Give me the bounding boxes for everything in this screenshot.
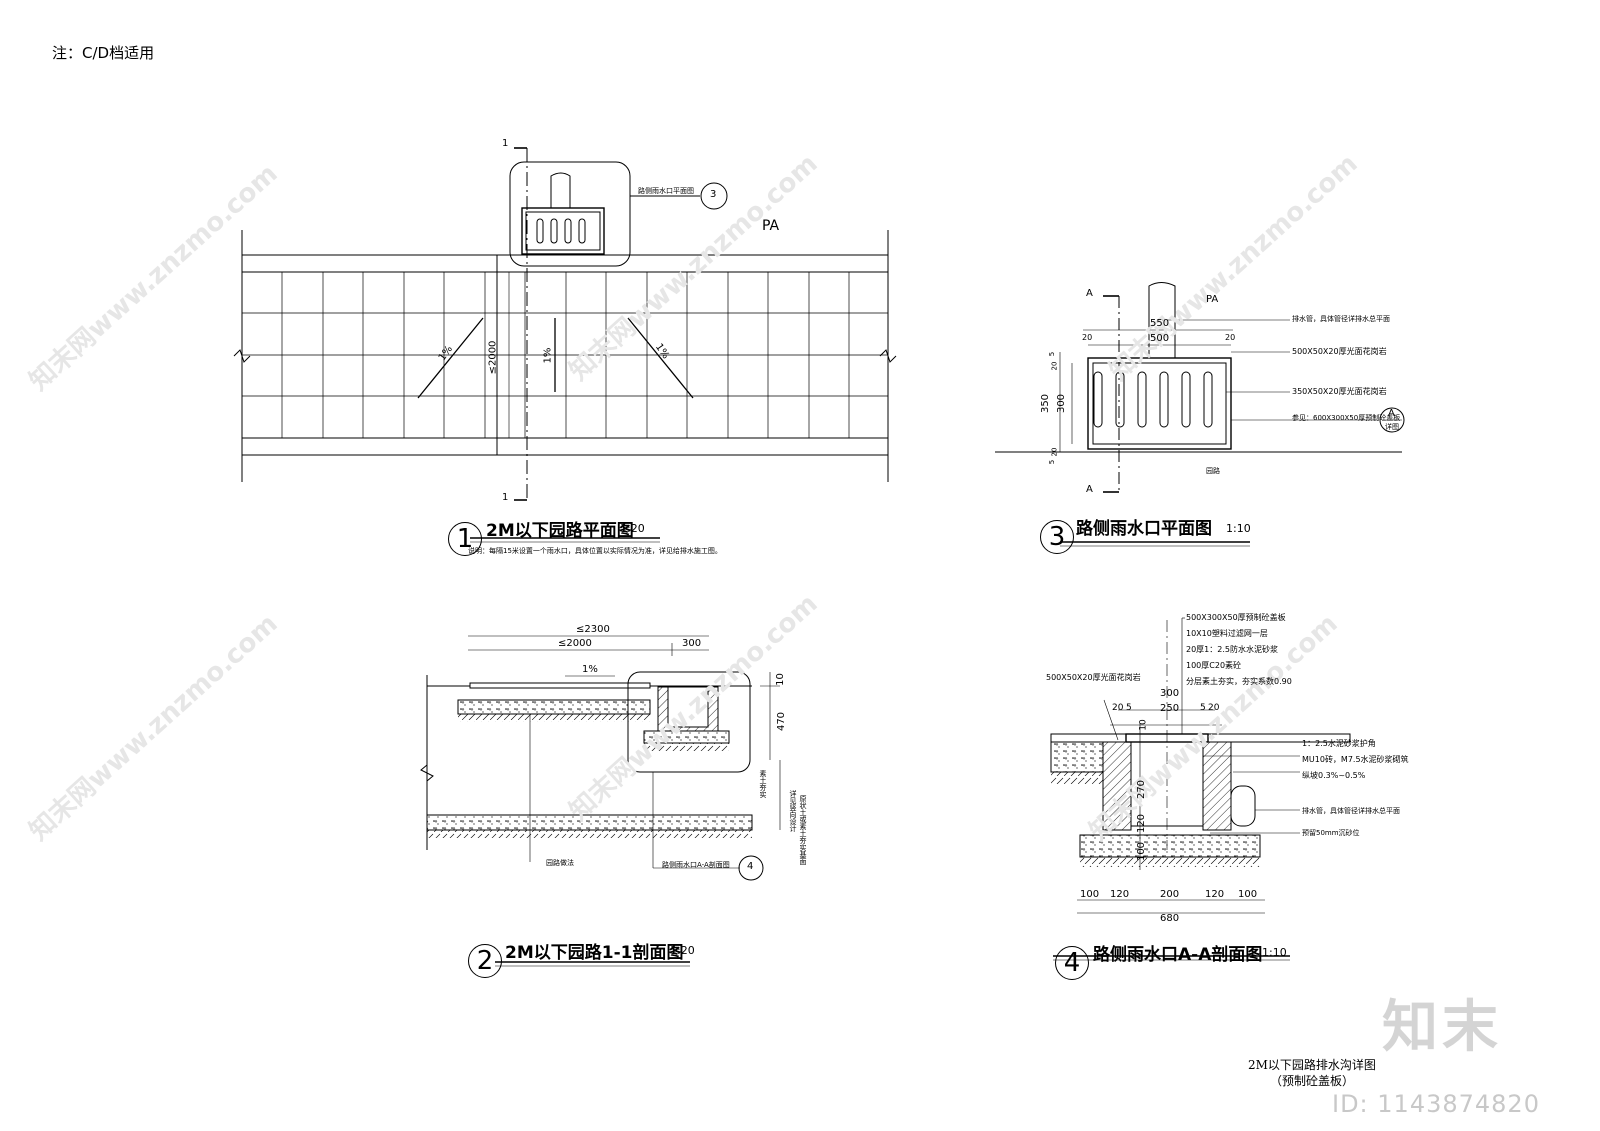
dim-overall: ≤2300 bbox=[576, 624, 610, 635]
bottom-v: 原状土或素土夯实基面 bbox=[799, 795, 807, 865]
right-v1: 素土夯实 bbox=[759, 770, 767, 798]
view1-title: 2M以下园路平面图 bbox=[486, 521, 634, 541]
dim-20-bottom: 20 bbox=[1050, 447, 1059, 457]
view4-number: 4 bbox=[1055, 946, 1089, 980]
watermark-id: ID: 1143874820 bbox=[1332, 1090, 1540, 1118]
view3-plan bbox=[995, 282, 1405, 547]
dim-20-right: 20 bbox=[1225, 333, 1236, 342]
dim-depth: 470 bbox=[776, 711, 788, 732]
leader-granite-500: 500X50X20厚光面花岗岩 bbox=[1292, 347, 1387, 356]
section-a-bottom: A bbox=[1086, 484, 1093, 495]
dim-20-left: 20 bbox=[1082, 333, 1093, 342]
view3-scale: 1:10 bbox=[1226, 522, 1251, 535]
dim-slope: 1% bbox=[582, 664, 598, 675]
pa-label: PA bbox=[762, 218, 780, 234]
sheet-title-2: （预制砼盖板） bbox=[1270, 1074, 1355, 1088]
top-leader-3: 20厚1：2.5防水水泥砂浆 bbox=[1186, 645, 1278, 654]
watermark-logo: 知末 bbox=[1382, 995, 1502, 1060]
callout-label: 路侧雨水口平面图 bbox=[638, 187, 694, 195]
section-mark-top: 1 bbox=[502, 138, 509, 149]
leader-granite-350: 350X50X20厚光面花岗岩 bbox=[1292, 387, 1387, 396]
callout-aa-num: 4 bbox=[747, 861, 754, 872]
view3-title: 路侧雨水口平面图 bbox=[1076, 519, 1212, 539]
view1-scale: 1:20 bbox=[620, 522, 645, 535]
leader-cover: 参见：600X300X50厚预制砼盖板 bbox=[1292, 414, 1401, 422]
dim-500: 500 bbox=[1150, 333, 1170, 344]
view2-number: 2 bbox=[468, 944, 502, 978]
sheet-title-1: 2M以下园路排水沟详图 bbox=[1248, 1058, 1376, 1072]
dim-300: 300 bbox=[1056, 393, 1068, 414]
dim-550: 550 bbox=[1150, 318, 1170, 329]
view1-number: 1 bbox=[448, 522, 482, 556]
view1-plan bbox=[233, 147, 897, 543]
slope-mid: 1% bbox=[542, 347, 554, 364]
dim-350: 350 bbox=[1040, 393, 1052, 414]
view4-title: 路侧雨水口A-A剖面图 bbox=[1093, 945, 1263, 965]
dim-100-left: 100 bbox=[1136, 841, 1148, 862]
right-leader-1: 1：2.5水泥砂浆护角 bbox=[1302, 739, 1376, 748]
view2-section bbox=[420, 635, 781, 967]
left-leader: 500X50X20厚光面花岗岩 bbox=[1046, 673, 1141, 682]
dim-120-left: 120 bbox=[1136, 813, 1148, 834]
dim-270: 270 bbox=[1136, 779, 1148, 800]
dim-road: ≤2000 bbox=[558, 638, 592, 649]
dim-b-3: 120 bbox=[1205, 889, 1225, 900]
dim-b-0: 100 bbox=[1080, 889, 1100, 900]
view4-scale: 1:10 bbox=[1262, 946, 1287, 959]
view1-note: 说明：每隔15米设置一个雨水口，具体位置以实际情况为准，详见给排水施工图。 bbox=[468, 547, 722, 555]
section-a-top: A bbox=[1086, 288, 1093, 299]
dim-5-bottom: 5 bbox=[1048, 459, 1057, 465]
callout-a-sub: 详图 bbox=[1385, 423, 1399, 431]
view2-title: 2M以下园路1-1剖面图 bbox=[505, 943, 684, 963]
callout-aa: 路侧雨水口A-A剖面图 bbox=[662, 861, 730, 869]
dim-b-4: 100 bbox=[1238, 889, 1258, 900]
road-ref: 园路做法 bbox=[546, 859, 574, 867]
callout-a: A bbox=[1388, 408, 1395, 419]
right-v2: 详见竖向设计 bbox=[789, 790, 797, 832]
dim-5-d: 5 bbox=[1200, 703, 1206, 713]
top-leader-1: 500X300X50厚预制砼盖板 bbox=[1186, 613, 1286, 622]
view2-scale: 1:20 bbox=[670, 944, 695, 957]
dim-gutter: 300 bbox=[682, 638, 702, 649]
right-leader-4: 排水管，具体管径详排水总平面 bbox=[1302, 807, 1400, 815]
width-dim: ≤2000 bbox=[487, 340, 499, 375]
dim-b-2: 200 bbox=[1160, 889, 1180, 900]
dim-5-b: 5 bbox=[1126, 703, 1132, 713]
dim-20-a: 20 bbox=[1112, 703, 1124, 713]
right-leader-5: 预留50mm沉砂位 bbox=[1302, 829, 1360, 837]
dim-20-top: 20 bbox=[1050, 361, 1059, 371]
dim-20-e: 20 bbox=[1208, 703, 1220, 713]
top-leader-5: 分层素土夯实，夯实系数0.90 bbox=[1186, 677, 1292, 686]
dim-b-1: 120 bbox=[1110, 889, 1130, 900]
garden-road-label: 园路 bbox=[1206, 467, 1220, 475]
sheet-note: 注：C/D档适用 bbox=[52, 44, 155, 62]
pa-label-3: PA bbox=[1206, 294, 1219, 305]
dim-300-top: 300 bbox=[1160, 688, 1180, 699]
dim-680: 680 bbox=[1160, 913, 1180, 924]
right-leader-3: 纵坡0.3%~0.5% bbox=[1302, 771, 1366, 780]
dim-10-left: 10 bbox=[1138, 719, 1149, 731]
dim-top: 10 bbox=[774, 673, 786, 686]
section-mark-bottom: 1 bbox=[502, 492, 509, 503]
leader-pipe: 排水管，具体管径详排水总平面 bbox=[1292, 315, 1390, 323]
callout-number: 3 bbox=[710, 189, 717, 200]
right-leader-2: MU10砖，M7.5水泥砂浆砌筑 bbox=[1302, 755, 1409, 764]
view3-number: 3 bbox=[1040, 520, 1074, 554]
top-leader-2: 10X10塑料过滤网一层 bbox=[1186, 629, 1268, 638]
dim-250: 250 bbox=[1160, 703, 1180, 714]
view4-section bbox=[1050, 617, 1351, 961]
dim-5-top: 5 bbox=[1048, 351, 1057, 357]
top-leader-4: 100厚C20素砼 bbox=[1186, 661, 1242, 670]
